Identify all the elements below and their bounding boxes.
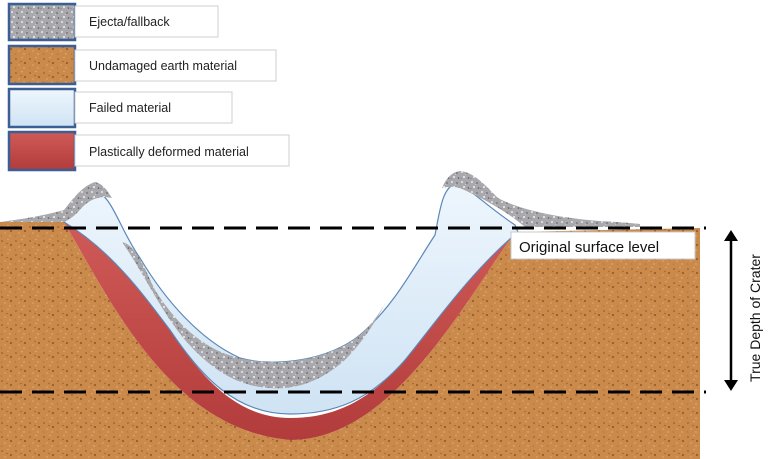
legend-item-plastic: Plastically deformed material — [7, 130, 290, 172]
undamaged-earth-layer — [0, 222, 700, 459]
original-surface-label: Original surface level — [519, 239, 659, 256]
crater-cross-section: Original surface level True Depth of Cra… — [0, 171, 763, 459]
true-depth-arrowhead-top — [724, 230, 738, 241]
legend: Ejecta/fallback Undamaged earth material… — [7, 2, 290, 172]
legend-label-ejecta: Ejecta/fallback — [89, 15, 170, 29]
legend-swatch-ejecta — [7, 2, 77, 42]
true-depth-label: True Depth of Crater — [747, 254, 763, 382]
legend-swatch-failed — [7, 87, 77, 129]
legend-label-undamaged: Undamaged earth material — [89, 59, 237, 73]
legend-label-box-ejecta — [74, 5, 219, 38]
legend-label-box-plastic — [74, 134, 290, 167]
true-depth-arrowhead-bottom — [724, 380, 738, 391]
legend-label-failed: Failed material — [89, 101, 171, 115]
original-surface-label-box — [510, 231, 696, 260]
legend-label-plastic: Plastically deformed material — [89, 145, 249, 159]
legend-label-box-failed — [74, 91, 233, 124]
legend-swatch-undamaged — [7, 44, 77, 86]
plastically-deformed-layer — [64, 222, 515, 440]
ejecta-left-rim — [0, 182, 112, 222]
legend-item-ejecta: Ejecta/fallback — [7, 2, 219, 42]
ejecta-right-rim — [442, 171, 640, 227]
legend-label-box-undamaged — [74, 49, 277, 82]
legend-swatch-plastic — [7, 130, 77, 172]
legend-item-undamaged: Undamaged earth material — [7, 44, 277, 86]
legend-item-failed: Failed material — [7, 87, 233, 129]
